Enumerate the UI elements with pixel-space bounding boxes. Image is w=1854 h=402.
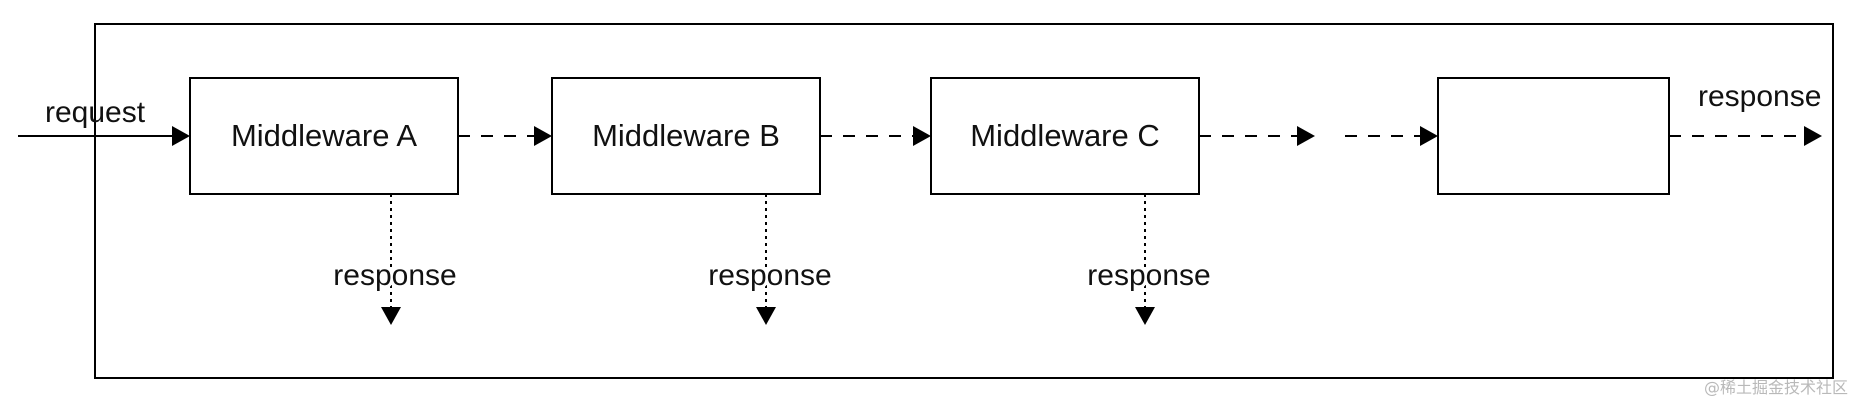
container-frame [94,23,1834,379]
watermark-text: @稀土掘金技术社区 [1704,378,1848,397]
final-handler-box [1437,77,1670,195]
a-response-label: response [333,259,456,292]
a-response-head [381,307,401,325]
edge-final-response: response [1669,80,1822,146]
node-middleware-c: Middleware C [930,77,1200,195]
node-final-handler [1437,77,1670,195]
c-response-label: response [1087,259,1210,292]
final-response-head [1804,126,1822,146]
edge-c-response: response [1084,194,1214,325]
middleware-b-label: Middleware B [592,118,780,153]
middleware-a-box [189,77,459,195]
edge-a-to-b [458,126,552,146]
edge-ellipsis-final-head [1420,126,1438,146]
middleware-b-box [551,77,821,195]
edge-request-to-a: request [18,96,190,146]
node-middleware-b: Middleware B [551,77,821,195]
edge-c-to-ellipsis [1199,126,1315,146]
b-response-head [756,307,776,325]
b-response-label: response [708,259,831,292]
request-arrow-head [172,126,190,146]
edge-ellipsis-to-final [1345,126,1438,146]
edge-c-ellipsis-head [1297,126,1315,146]
node-middleware-a: Middleware A [189,77,459,195]
edge-b-response: response [705,194,835,325]
middleware-a-label: Middleware A [231,118,417,153]
c-response-head [1135,307,1155,325]
edge-b-c-head [913,126,931,146]
edge-a-response: response [330,194,460,325]
edge-b-to-c [820,126,931,146]
request-label: request [45,96,146,129]
edge-a-b-head [534,126,552,146]
middleware-c-label: Middleware C [970,118,1160,153]
final-response-label: response [1698,80,1821,113]
